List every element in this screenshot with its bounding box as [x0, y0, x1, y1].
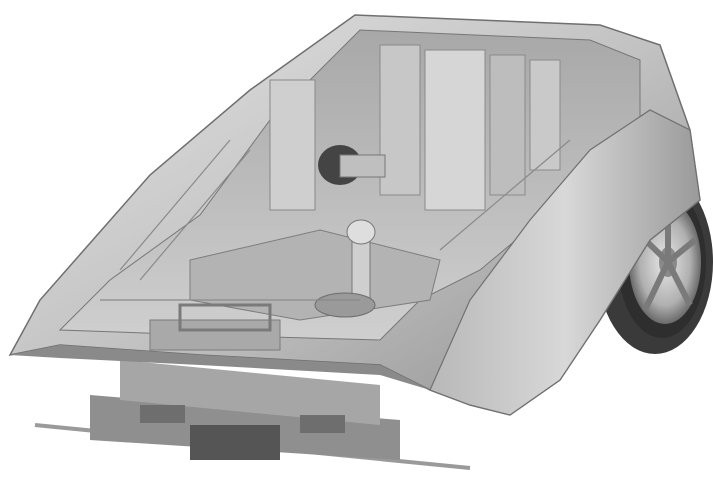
undercarriage	[34, 360, 471, 470]
interior-details	[100, 44, 571, 351]
body-shell	[8, 14, 701, 416]
motor-block	[190, 425, 280, 460]
